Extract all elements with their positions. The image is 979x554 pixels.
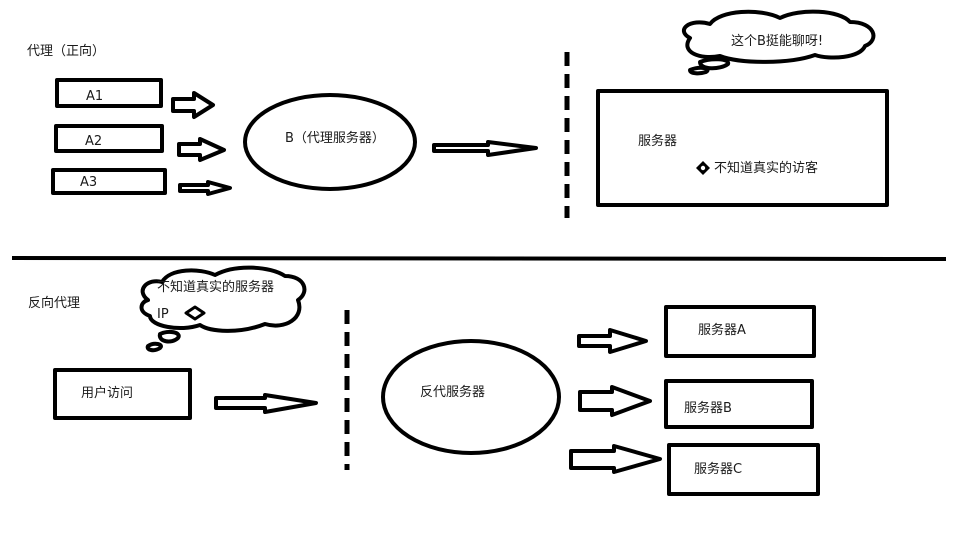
reverse-proxy-title: 反向代理 <box>28 296 81 311</box>
client-label-a3: A3 <box>80 175 98 190</box>
proxy-server-ellipse <box>243 93 417 191</box>
user-access-label: 用户访问 <box>81 386 134 401</box>
cloud-text: 这个B挺能聊呀! <box>731 34 824 49</box>
client-box-a3 <box>51 168 167 195</box>
cloud-text-line1: 不知道真实的服务器 <box>157 280 275 295</box>
proxy-server-label: B（代理服务器） <box>285 131 385 146</box>
server-label: 服务器 <box>638 134 678 149</box>
server-b-label: 服务器B <box>684 401 732 416</box>
server-a-label: 服务器A <box>698 323 746 338</box>
client-box-a1 <box>55 78 163 108</box>
cloud-text-line2: IP <box>157 307 169 322</box>
thought-cloud <box>139 265 307 333</box>
arrow-icon <box>578 385 652 417</box>
reverse-proxy-label: 反代服务器 <box>420 385 486 400</box>
server-c-label: 服务器C <box>694 462 743 477</box>
server-box <box>596 89 889 207</box>
server-box-c <box>667 443 820 496</box>
arrow-icon <box>177 137 226 162</box>
arrow-icon <box>178 180 232 196</box>
arrow-icon <box>577 328 648 354</box>
thought-cloud <box>681 9 876 64</box>
diamond-icon <box>184 305 206 321</box>
client-box-a2 <box>54 124 164 153</box>
user-access-box <box>53 368 192 420</box>
forward-proxy-title: 代理（正向） <box>27 44 106 59</box>
server-note: 不知道真实的访客 <box>714 161 819 176</box>
arrow-icon <box>432 140 538 157</box>
server-box-a <box>664 305 816 358</box>
client-label-a2: A2 <box>85 134 103 149</box>
arrow-icon <box>214 393 318 414</box>
arrow-icon <box>171 91 215 119</box>
arrow-icon <box>569 444 662 474</box>
section-divider <box>11 256 947 261</box>
server-box-b <box>664 379 814 429</box>
client-label-a1: A1 <box>86 89 104 104</box>
reverse-proxy-ellipse <box>381 339 561 455</box>
